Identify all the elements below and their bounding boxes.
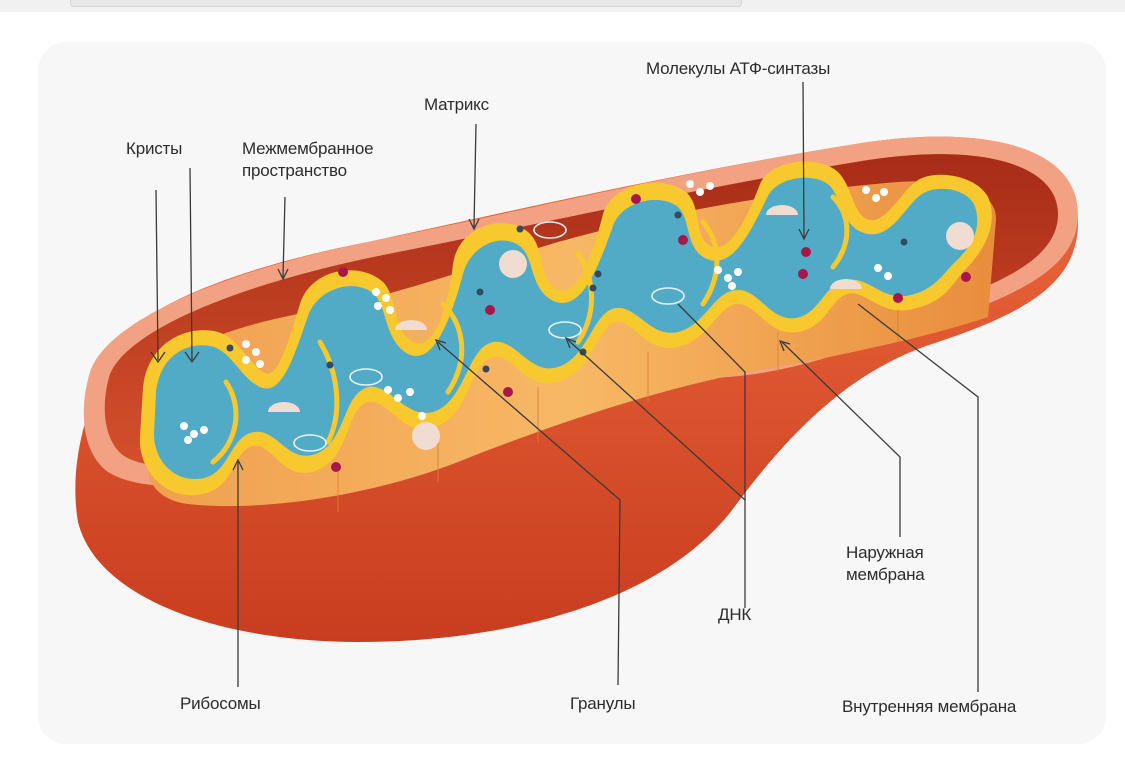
crista-grooves — [210, 194, 850, 465]
granules — [268, 205, 974, 450]
label-cristae: Кристы — [126, 139, 183, 158]
label-intermembrane-line-1: Межмембранное — [242, 139, 374, 158]
label-intermembrane-space: Межмембранное пространство — [242, 138, 374, 182]
label-matrix: Матрикс — [424, 95, 489, 114]
label-outer-membrane: Наружная мембрана — [846, 542, 925, 586]
matrix — [154, 177, 978, 479]
top-strip — [0, 0, 1125, 12]
diagram-card: Кристы Межмембранное пространство Матрик… — [38, 42, 1106, 744]
mitochondrion-diagram — [75, 81, 1079, 692]
top-strip-edge — [70, 0, 742, 7]
dna-rings — [293, 221, 685, 452]
label-atp-synthase: Молекулы АТФ-синтазы — [646, 59, 831, 78]
ribosomes — [180, 180, 892, 444]
label-intermembrane-line-2: пространство — [242, 161, 347, 180]
label-outer-membrane-line-2: мембрана — [846, 565, 925, 584]
leader-lines — [150, 81, 979, 692]
red-particles — [331, 194, 971, 472]
label-granules: Гранулы — [570, 694, 636, 713]
label-ribosomes: Рибосомы — [180, 694, 261, 713]
label-dna: ДНК — [718, 605, 752, 624]
label-outer-membrane-line-1: Наружная — [846, 543, 924, 562]
dark-particles — [226, 211, 908, 373]
label-inner-membrane: Внутренняя мембрана — [842, 697, 1017, 716]
